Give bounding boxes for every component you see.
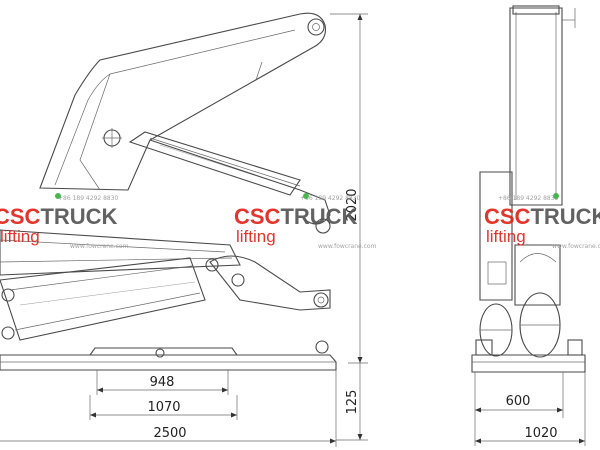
watermark-phone-left: +86 189 4292 8830 <box>58 195 119 202</box>
watermark-phone-mid: +86 189 4292 8830 <box>300 195 361 202</box>
hook-tip-tick <box>255 61 263 81</box>
hook-tip-pin-inner <box>312 23 320 31</box>
watermark-group: +86 189 4292 8830 CSCTRUCK lifting www.f… <box>0 193 600 250</box>
watermark-brand-right: CSCTRUCK <box>484 204 600 229</box>
watermark-left: +86 189 4292 8830 CSCTRUCK lifting www.f… <box>0 193 129 250</box>
front-column-cap <box>512 5 560 15</box>
watermark-dot-mid <box>303 193 309 199</box>
slide-frame-inner <box>0 239 233 263</box>
watermark-tagline-right: lifting <box>486 227 526 246</box>
dim-1020: 1020 <box>524 426 557 441</box>
dim-1070: 1070 <box>147 400 180 415</box>
front-left-housing <box>479 171 513 301</box>
hook-arm <box>39 12 327 191</box>
hook-arm-inner-edge <box>54 29 296 186</box>
slide-pin <box>205 258 219 272</box>
watermark-web-mid: www.fowcrane.com <box>318 243 377 250</box>
subframe-mid-pin <box>155 348 165 358</box>
main-cylinder-rod <box>149 137 301 187</box>
hook-tip-pin <box>307 18 325 36</box>
watermark-right: +86 189 4292 8830 CSCTRUCK lifting www.f… <box>484 193 600 250</box>
subframe-mount <box>89 347 238 356</box>
dim-600: 600 <box>506 394 531 409</box>
watermark-phone-right: +86 189 4292 8830 <box>498 195 559 202</box>
front-small-box <box>487 261 507 285</box>
front-view: 600 1020 <box>471 5 586 446</box>
tilt-pin-left <box>1 288 15 302</box>
subframe <box>0 354 337 371</box>
dim-2020: 2020 <box>345 188 360 221</box>
watermark-dot-right <box>553 193 559 199</box>
front-dimension-lines <box>474 372 586 446</box>
tilt-pin-lower <box>1 326 15 340</box>
side-dimension-arrows <box>90 14 363 444</box>
tilt-cylinder <box>0 257 206 341</box>
dim-125: 125 <box>345 390 360 415</box>
bracket-pin <box>231 273 245 287</box>
front-right-housing <box>514 244 561 306</box>
front-base-right-block <box>567 339 583 356</box>
watermark-tagline-mid: lifting <box>236 227 276 246</box>
side-dimension-lines <box>0 13 368 447</box>
dim-948: 948 <box>150 375 175 390</box>
front-dimension-arrows <box>475 407 585 444</box>
watermark-tagline-left: lifting <box>0 227 40 246</box>
hook-arm-inner-edge-2 <box>79 73 111 191</box>
dim-2500: 2500 <box>153 426 186 441</box>
rear-lock-bracket <box>209 255 331 311</box>
rear-pin-inner <box>317 296 325 304</box>
watermark-brand-left: CSCTRUCK <box>0 204 118 229</box>
upper-rod <box>149 139 331 225</box>
watermark-middle: +86 189 4292 8830 CSCTRUCK lifting www.f… <box>234 193 377 250</box>
tilt-cylinder-inner <box>9 265 201 331</box>
watermark-web-left: www.fowcrane.com <box>70 243 129 250</box>
side-view: 948 1070 2500 2020 125 <box>0 12 368 447</box>
rear-pin <box>313 292 329 308</box>
front-base <box>471 354 586 373</box>
tilt-cylinder-hatch <box>19 281 196 306</box>
front-right-housing-arc <box>519 253 557 263</box>
front-base-left-block <box>475 339 493 356</box>
slide-frame <box>0 229 241 276</box>
watermark-brand-mid: CSCTRUCK <box>234 204 358 229</box>
main-cylinder <box>128 131 301 196</box>
front-column <box>509 7 563 206</box>
watermark-web-right: www.fowcrane.com <box>552 243 600 250</box>
watermark-dot-left <box>55 193 61 199</box>
upper-rod-eye <box>315 218 331 234</box>
subframe-rear-pin <box>315 340 329 354</box>
